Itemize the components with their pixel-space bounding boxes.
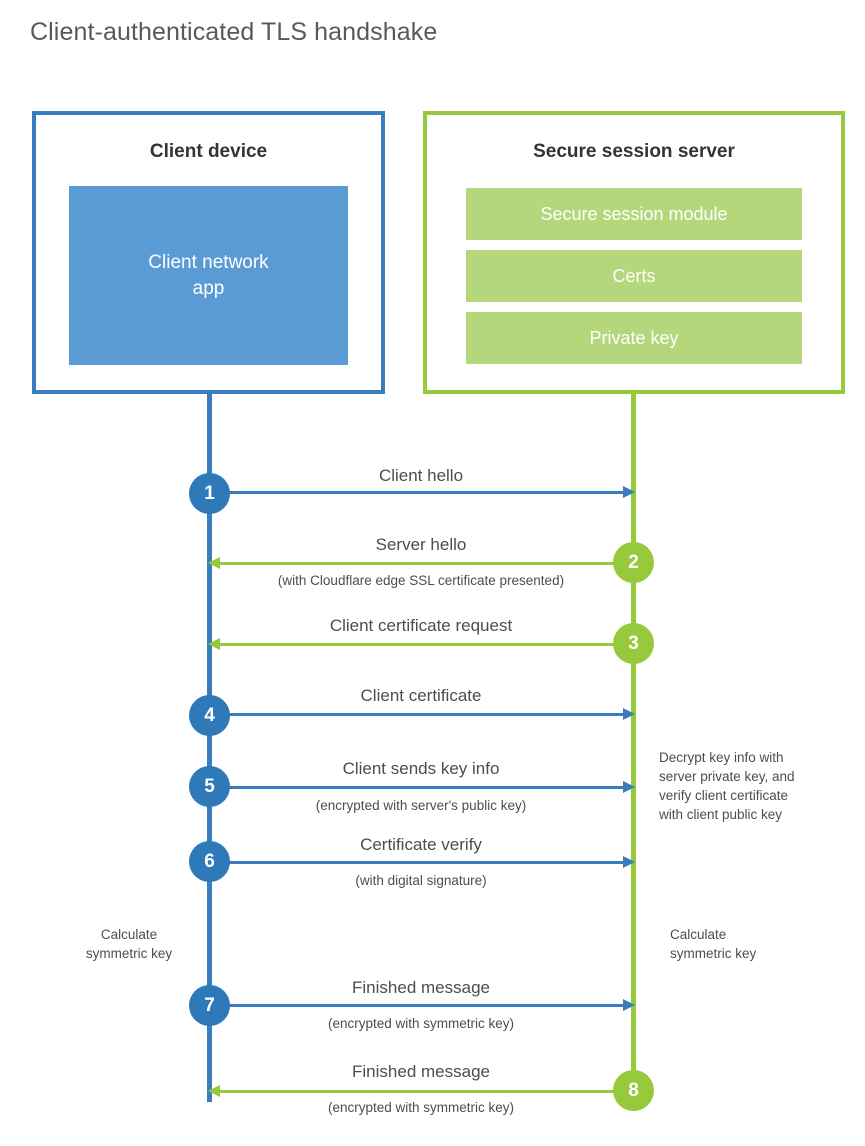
step-6-label: Certificate verify	[360, 835, 482, 854]
step-8-sublabel: (encrypted with symmetric key)	[327, 1100, 515, 1115]
page-title: Client-authenticated TLS handshake	[30, 18, 438, 46]
arrowhead-right-icon	[623, 781, 635, 793]
server-decrypt-note-line1: Decrypt key info with	[659, 750, 784, 765]
step-1-arrow	[209, 486, 635, 498]
client-calculate-note-line1: Calculate	[100, 927, 158, 942]
step-2-badge: 2	[613, 542, 654, 583]
arrowhead-left-icon	[208, 557, 220, 569]
step-6-sublabel: (with digital signature)	[355, 873, 487, 888]
step-7-badge: 7	[189, 985, 230, 1026]
step-7-label: Finished message	[352, 978, 490, 997]
client-device-title: Client device	[149, 141, 268, 162]
step-5-badge: 5	[189, 766, 230, 807]
server-decrypt-note-line2: server private key, and	[659, 769, 795, 785]
client-app-label-line1: Client network	[148, 252, 269, 274]
step-5-sublabel: (encrypted with server's public key)	[315, 798, 527, 813]
client-device-box: Client device Client network app	[32, 111, 385, 394]
server-lifeline	[631, 394, 636, 1093]
secure-session-server-title: Secure session server	[533, 141, 735, 162]
client-network-app-block: Client network app	[69, 186, 348, 365]
step-4-label: Client certificate	[360, 686, 482, 705]
step-8-arrow	[208, 1085, 633, 1097]
step-5-arrow	[209, 781, 635, 793]
server-calculate-symmetric-key-note: Calculate symmetric key	[670, 925, 830, 963]
step-8-label: Finished message	[352, 1062, 490, 1081]
step-3-arrow	[208, 638, 633, 650]
client-app-label-line2: app	[192, 277, 225, 299]
step-5-label: Client sends key info	[342, 759, 500, 778]
step-1-label: Client hello	[378, 466, 464, 485]
client-lifeline	[207, 394, 212, 1102]
step-6-arrow	[209, 856, 635, 868]
step-4-arrow	[209, 708, 635, 720]
arrowhead-right-icon	[623, 856, 635, 868]
step-1-badge: 1	[189, 473, 230, 514]
step-8-badge: 8	[613, 1070, 654, 1111]
server-decrypt-note-line3: verify client certificate	[659, 788, 789, 804]
server-calculate-note-line1: Calculate	[670, 927, 727, 942]
server-decrypt-note: Decrypt key info with server private key…	[659, 748, 849, 825]
step-6-badge: 6	[189, 841, 230, 882]
step-2-label: Server hello	[375, 535, 467, 554]
step-7-arrow	[209, 999, 635, 1011]
arrowhead-left-icon	[208, 1085, 220, 1097]
step-3-label: Client certificate request	[329, 616, 513, 635]
server-decrypt-note-line4: with client public key	[659, 807, 783, 823]
secure-session-server-box: Secure session server Secure session mod…	[423, 111, 845, 394]
step-7-sublabel: (encrypted with symmetric key)	[327, 1016, 515, 1031]
arrowhead-right-icon	[623, 708, 635, 720]
arrowhead-right-icon	[623, 486, 635, 498]
server-calculate-note-line2: symmetric key	[670, 946, 757, 962]
client-calculate-note-line2: symmetric key	[85, 946, 173, 962]
step-3-badge: 3	[613, 623, 654, 664]
step-2-arrow	[208, 557, 633, 569]
step-4-badge: 4	[189, 695, 230, 736]
arrowhead-left-icon	[208, 638, 220, 650]
client-calculate-symmetric-key-note: Calculate symmetric key	[58, 925, 200, 963]
arrowhead-right-icon	[623, 999, 635, 1011]
server-component-private-key: Private key	[466, 312, 802, 364]
server-component-secure-session-module: Secure session module	[466, 188, 802, 240]
step-2-sublabel: (with Cloudflare edge SSL certificate pr…	[277, 573, 565, 588]
server-component-certs: Certs	[466, 250, 802, 302]
